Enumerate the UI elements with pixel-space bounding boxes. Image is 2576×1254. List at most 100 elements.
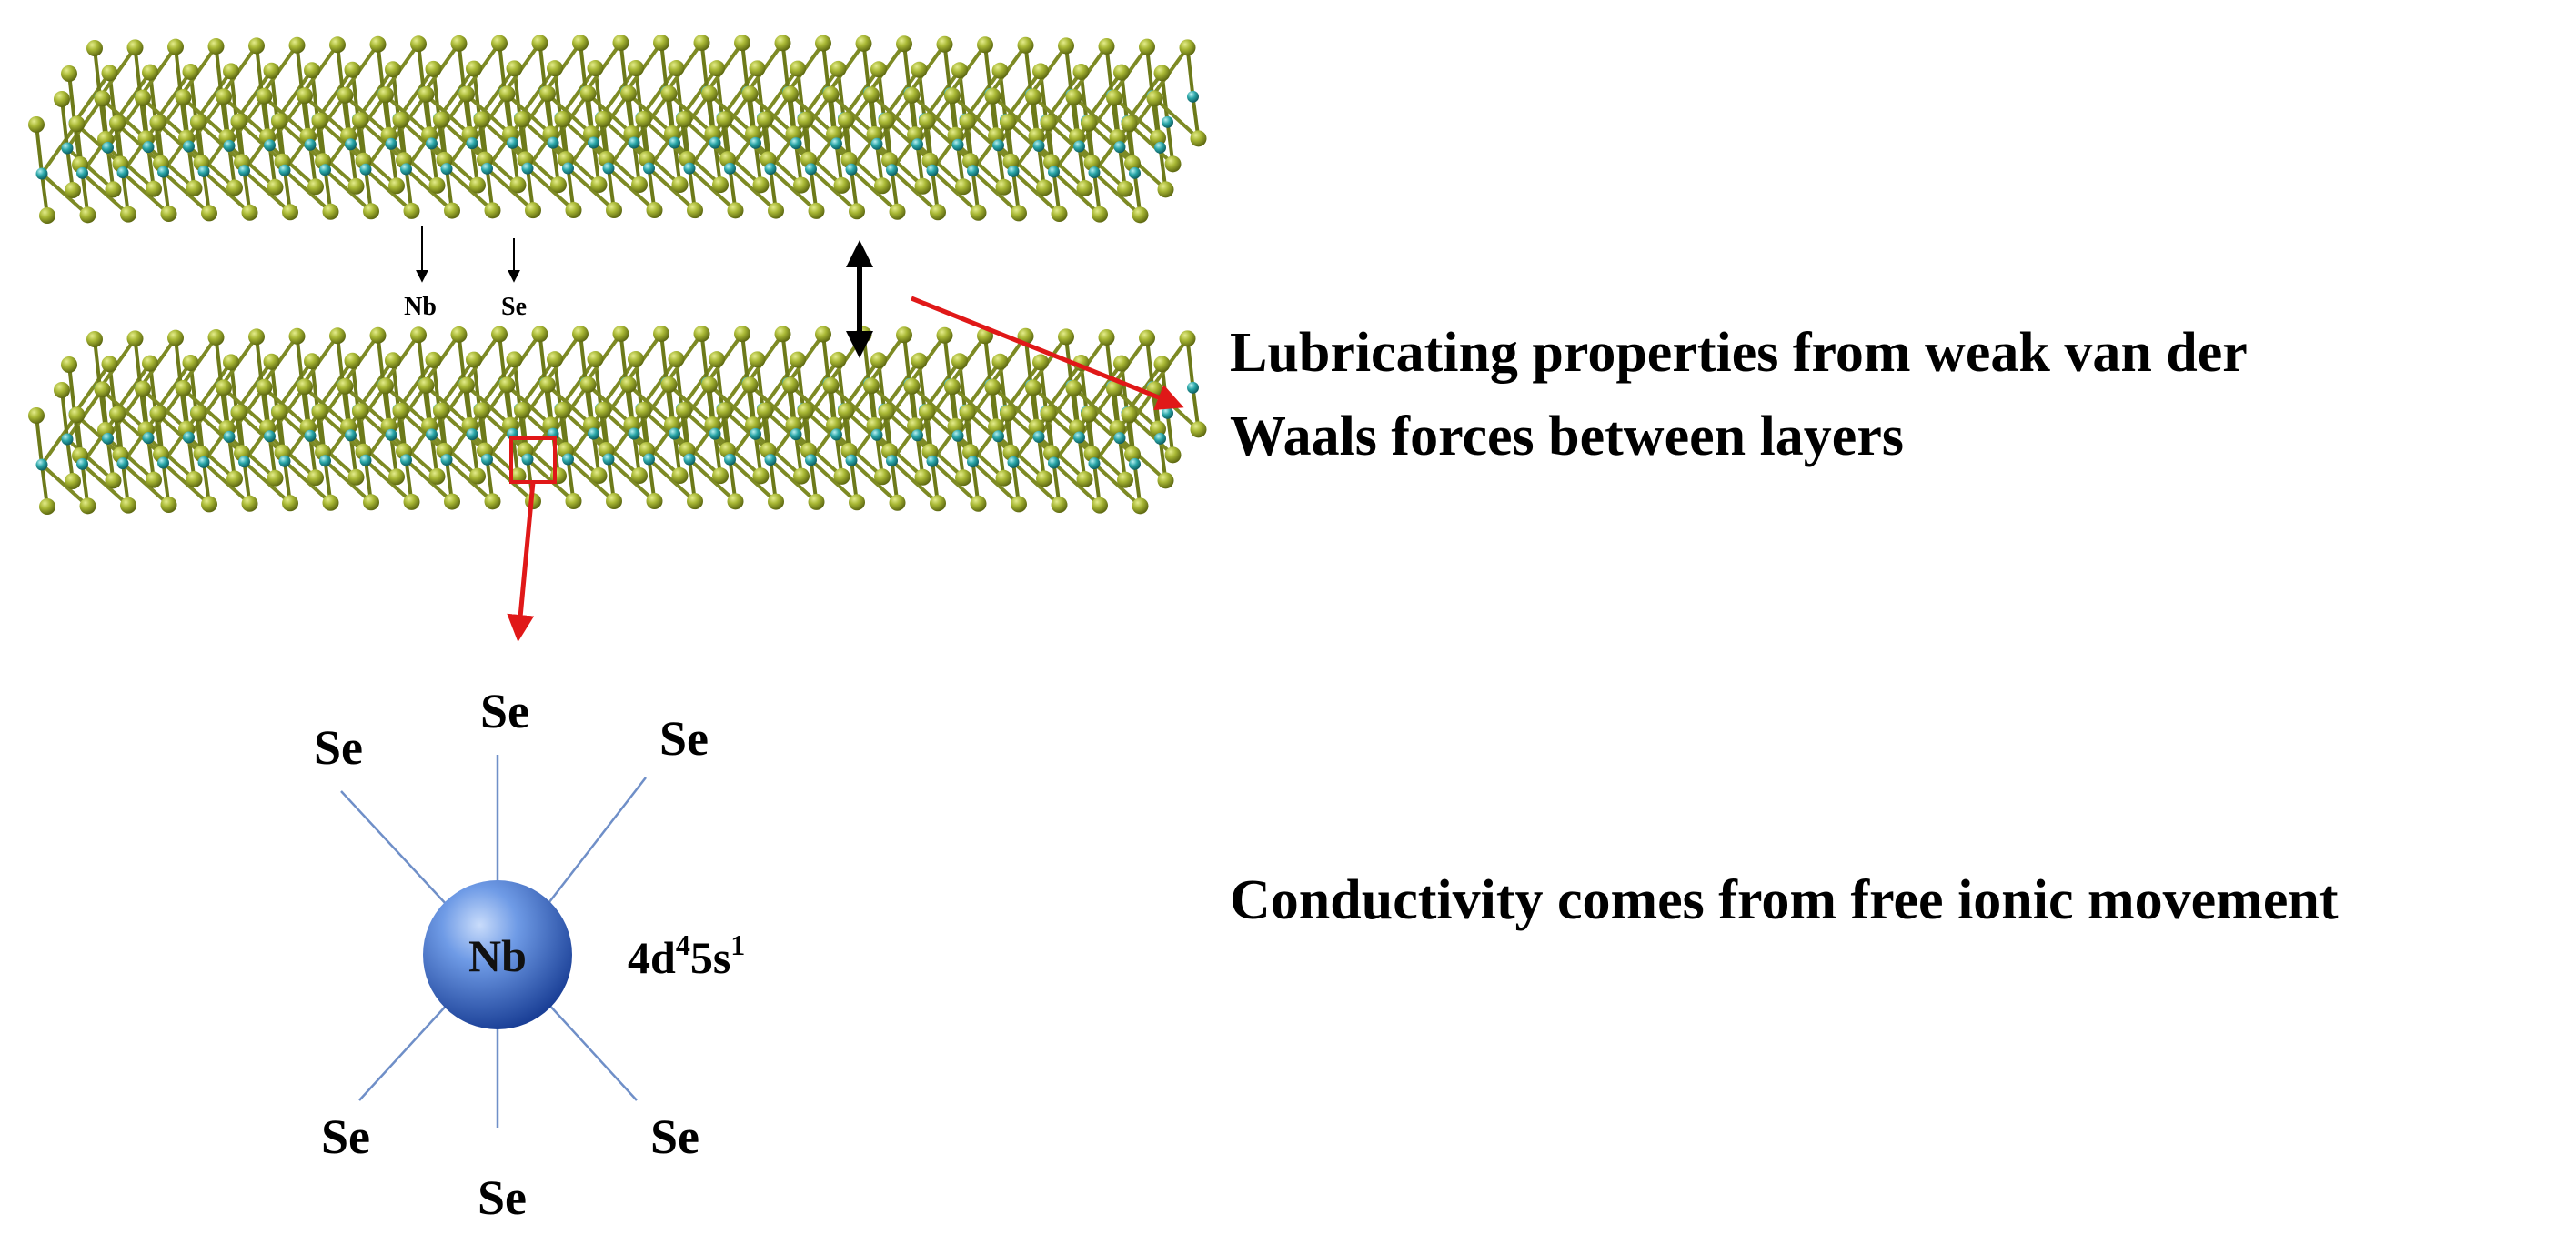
nb-atom	[709, 136, 721, 149]
se-atom	[896, 35, 912, 53]
bond	[348, 433, 398, 479]
se-atom	[653, 35, 669, 51]
se-atom	[752, 176, 770, 194]
nb-atom	[440, 163, 453, 176]
bond	[915, 433, 965, 480]
bond	[227, 144, 277, 189]
se-atom	[256, 87, 273, 105]
bond	[1023, 43, 1033, 96]
bond	[73, 362, 112, 416]
se-atom	[322, 494, 339, 511]
nb-atom	[1088, 166, 1101, 179]
se-atom	[304, 353, 320, 370]
se-atom	[109, 115, 126, 132]
nb-atom	[724, 453, 736, 466]
se-atom	[146, 180, 162, 197]
bond	[498, 41, 507, 95]
bond	[40, 463, 90, 508]
se-atom	[716, 402, 733, 419]
se-atom	[631, 176, 648, 193]
se-atom	[878, 112, 895, 129]
nb-atom	[521, 162, 534, 175]
se-atom	[870, 61, 887, 78]
se-atom	[930, 495, 946, 512]
bond	[902, 333, 911, 386]
bond	[753, 432, 803, 478]
se-atom	[1058, 37, 1074, 55]
se-atom	[1036, 470, 1052, 487]
nb-atom	[142, 141, 155, 154]
bond	[73, 71, 112, 125]
bond	[915, 142, 965, 189]
atoms	[28, 326, 1207, 515]
se-atom	[307, 469, 324, 487]
se-atom	[1164, 155, 1182, 173]
bond	[65, 437, 116, 483]
bond	[389, 433, 439, 478]
se-atom	[1076, 471, 1093, 488]
bond	[794, 432, 844, 478]
se-atom	[86, 40, 103, 56]
se-atom	[363, 494, 379, 511]
se-atom	[590, 467, 608, 485]
nb-atom	[683, 453, 696, 466]
se-atom	[660, 376, 678, 394]
bond	[850, 458, 900, 505]
bond	[295, 43, 305, 96]
se-atom	[955, 178, 971, 196]
se-atom	[135, 380, 151, 397]
se-atom	[344, 61, 361, 78]
se-atom	[1011, 496, 1027, 513]
se-atom	[498, 376, 516, 394]
nb-atom	[926, 455, 939, 467]
se-atom	[951, 62, 968, 79]
bond	[713, 141, 763, 187]
bond	[1118, 436, 1168, 483]
nb-atom	[1032, 139, 1045, 152]
se-atom	[182, 64, 199, 81]
bond	[890, 458, 940, 506]
bond	[404, 457, 454, 504]
se-atom	[1040, 115, 1057, 132]
bond	[931, 168, 981, 215]
se-atom	[241, 204, 258, 221]
se-atom	[105, 181, 122, 198]
nb-atom	[967, 456, 979, 468]
se-atom	[311, 112, 328, 129]
bond	[67, 72, 76, 125]
nb-atom-sphere	[423, 880, 572, 1029]
se-atom	[352, 403, 368, 420]
se-pointer: Se	[501, 238, 527, 321]
se-atom	[126, 39, 144, 56]
se-atom	[120, 497, 136, 514]
se-atom	[790, 351, 806, 368]
se-atom	[105, 472, 122, 489]
se-atom	[565, 202, 582, 219]
se-atom	[101, 356, 118, 373]
nb-atom	[385, 137, 397, 150]
se-atom	[392, 402, 409, 419]
bond	[214, 45, 224, 98]
se-atom	[768, 493, 784, 510]
nb-atom	[1129, 457, 1141, 470]
se-atom	[991, 353, 1009, 370]
se-atom	[1025, 88, 1041, 105]
se-atom	[712, 467, 729, 485]
bond	[769, 457, 819, 504]
se-atom	[288, 36, 306, 54]
nb-atom	[319, 455, 331, 467]
bond	[821, 332, 830, 386]
bond	[65, 146, 116, 192]
se-atom	[256, 378, 273, 396]
bond	[538, 41, 548, 95]
bond	[996, 434, 1046, 481]
nb-atom	[870, 428, 883, 441]
bond	[1104, 45, 1114, 98]
nb-atom	[1088, 457, 1101, 470]
bond	[106, 145, 156, 191]
se-atom	[1000, 114, 1016, 131]
se-atom	[403, 493, 420, 510]
se-atom	[768, 202, 784, 219]
se-atom	[631, 467, 648, 484]
bond	[60, 97, 69, 150]
